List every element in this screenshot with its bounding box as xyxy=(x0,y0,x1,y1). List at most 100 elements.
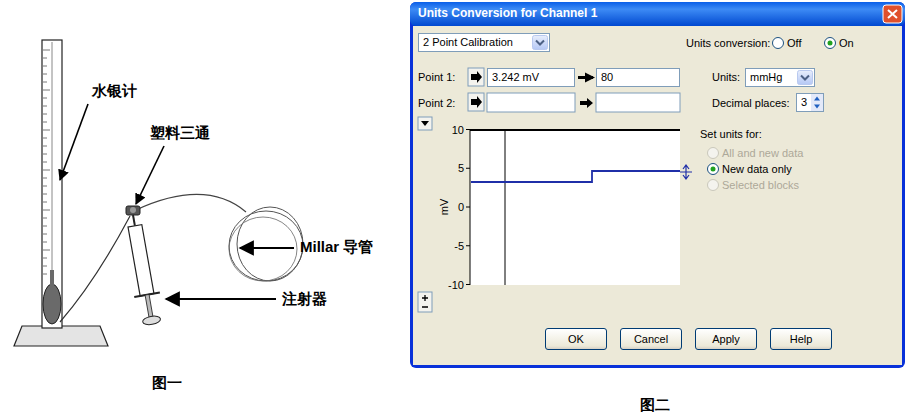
arrow-icon xyxy=(471,71,482,83)
scale-tick xyxy=(43,234,47,235)
input-field: 3.242 mV xyxy=(487,68,575,87)
cursor-line xyxy=(505,131,506,285)
dropdown-arrow xyxy=(532,35,548,50)
y-tick xyxy=(466,245,470,246)
down-triangle xyxy=(421,121,429,126)
empty-field xyxy=(487,93,575,112)
arrow-icon xyxy=(580,98,593,108)
scale-tick xyxy=(43,106,47,107)
scale-tick xyxy=(43,218,47,219)
spinner-arrows xyxy=(811,94,823,111)
manometer-base xyxy=(14,326,108,346)
signal-trace xyxy=(471,171,680,182)
scale-tick xyxy=(43,250,50,251)
node-text: 3.242 mV xyxy=(492,69,539,86)
catheter-coil xyxy=(229,217,297,281)
dialog-label: Units conversion: xyxy=(686,37,770,49)
zoom-button xyxy=(418,292,432,312)
dropdown-arrow xyxy=(797,70,813,85)
node-text: 80 xyxy=(601,69,613,86)
catheter-coil xyxy=(237,207,303,281)
close-cross xyxy=(888,10,897,18)
plus-minus-icon xyxy=(422,295,428,307)
dialog-label: mV xyxy=(438,199,450,216)
radio-button xyxy=(773,38,784,49)
y-tick xyxy=(466,129,470,130)
three-way-knob xyxy=(130,207,136,213)
scale-tick xyxy=(43,226,47,227)
radio-button xyxy=(708,164,719,175)
scale-tick xyxy=(43,266,47,267)
push-button: Cancel xyxy=(620,328,682,350)
dialog-label: Point 1: xyxy=(418,71,455,83)
arrow-connector xyxy=(578,76,593,79)
y-tick xyxy=(466,168,470,169)
dialog-label: Decimal places: xyxy=(712,97,790,109)
close-button xyxy=(883,5,902,23)
push-button: Apply xyxy=(695,328,757,350)
dialog-label: On xyxy=(839,37,854,49)
scale-tick xyxy=(43,210,50,211)
plunger-rod xyxy=(145,294,153,318)
scale-tick xyxy=(43,242,47,243)
syringe-tip xyxy=(133,215,135,226)
part-label: 塑料三通 xyxy=(150,124,210,143)
scale-tick xyxy=(43,50,50,51)
scale-tick xyxy=(43,162,47,163)
y-tick xyxy=(466,207,470,208)
dialog-window: Units Conversion for Channel 1 2 Point Ca… xyxy=(410,2,905,368)
scale-tick xyxy=(43,114,47,115)
dialog-label: Off xyxy=(787,37,801,49)
node-text: Apply xyxy=(712,329,740,349)
y-ticks xyxy=(466,130,470,285)
dialog-label: -10 xyxy=(448,279,464,291)
arrow-icon xyxy=(471,96,482,108)
scale-tick xyxy=(43,258,47,259)
leader-arrow xyxy=(240,247,294,249)
dialog-body xyxy=(413,26,902,365)
node-text: Units Conversion for Channel 1 xyxy=(418,6,597,20)
radio-button-disabled xyxy=(708,148,719,159)
scale-tick xyxy=(43,194,47,195)
node-text: 2 Point Calibration xyxy=(423,34,513,51)
scale-tick xyxy=(43,186,47,187)
scale-tick xyxy=(43,66,47,67)
node-text: Help xyxy=(790,329,813,349)
leader-arrow xyxy=(136,146,164,204)
scale-tick xyxy=(43,98,47,99)
scale-tick xyxy=(43,202,47,203)
spin-box: 3 xyxy=(796,93,824,112)
dialog-label: 0 xyxy=(458,201,464,213)
leader-arrow xyxy=(166,298,276,300)
part-label: 水银计 xyxy=(92,82,137,101)
dialog-label: Point 2: xyxy=(418,97,455,109)
dialog-label: 10 xyxy=(452,124,464,136)
dialog-label: Set units for: xyxy=(700,128,762,140)
node-text: Cancel xyxy=(634,329,668,349)
level-marker xyxy=(680,165,692,179)
scale-ticks xyxy=(43,50,50,274)
scale-tick xyxy=(43,82,47,83)
title-bar xyxy=(410,2,905,26)
part-label: 注射器 xyxy=(282,290,327,309)
dialog-label: All and new data xyxy=(722,147,803,159)
part-label: 图一 xyxy=(152,374,182,393)
syringe-barrel xyxy=(128,225,154,296)
empty-field xyxy=(596,93,680,112)
scale-tick xyxy=(43,74,47,75)
arrow-button xyxy=(468,93,484,111)
scale-tick xyxy=(43,274,47,275)
syringe xyxy=(120,213,165,327)
three-way-body xyxy=(126,206,140,215)
scale-button xyxy=(418,117,432,130)
plot-top-line xyxy=(470,129,680,131)
manometer-tube xyxy=(42,40,62,328)
scale-tick xyxy=(43,138,47,139)
connecting-tube xyxy=(60,216,130,322)
catheter xyxy=(136,194,246,212)
dialog-label: Units: xyxy=(712,71,740,83)
window-frame xyxy=(410,2,905,368)
dialog-label: New data only xyxy=(722,163,792,175)
